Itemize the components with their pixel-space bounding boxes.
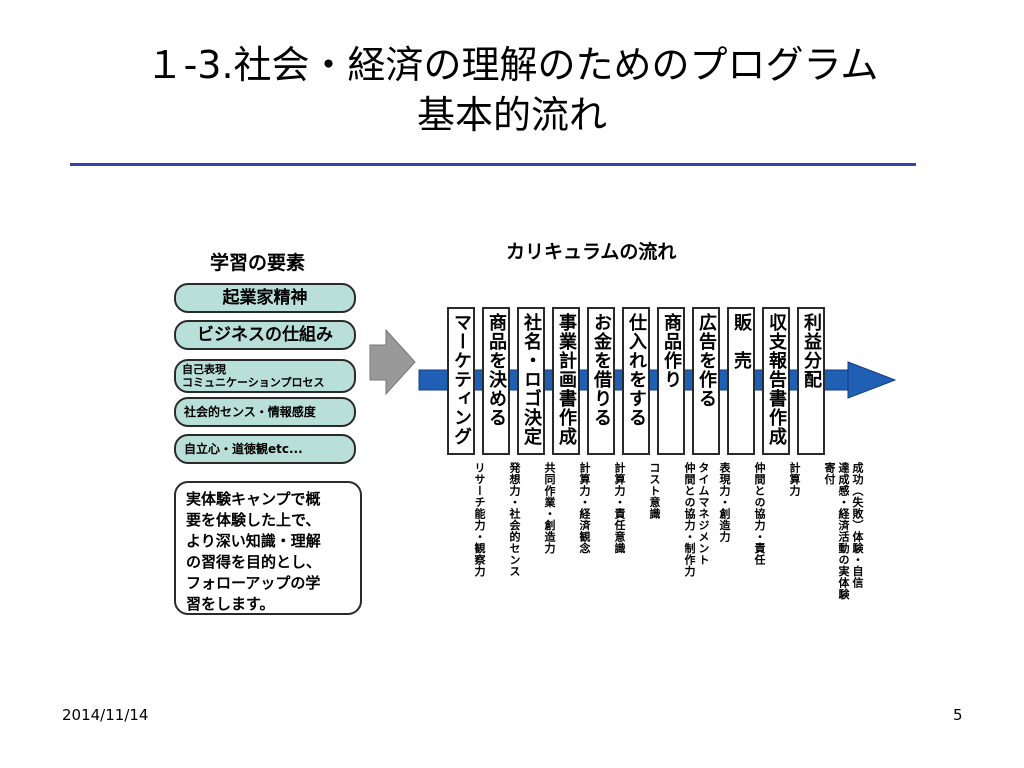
step-label: 利益分配 [801, 313, 822, 389]
step-label: 販 売 [731, 313, 752, 370]
footer-date: 2014/11/14 [62, 706, 149, 724]
skill-note: 寄付 [823, 462, 836, 485]
skill-note: 発想力・社会的センス [508, 462, 521, 577]
element-pill: 自立心・道徳観etc... [174, 434, 356, 464]
step-box: 商品を決める [482, 307, 510, 455]
step-label: 社名・ロゴ決定 [521, 313, 542, 446]
step-label: 仕入れをする [626, 313, 647, 427]
skill-note: 成功（失敗）体験・自信 [851, 462, 864, 589]
title-line-1: １-3.社会・経済の理解のためのプログラム [145, 43, 879, 87]
skill-note: 表現力・創造力 [718, 462, 731, 543]
skill-note: 仲間との協力・制作力 [683, 462, 696, 577]
step-box: 利益分配 [797, 307, 825, 455]
skill-note: リサーチ能力・観察力 [473, 462, 486, 577]
step-box: 商品作り [657, 307, 685, 455]
skill-note: コスト意識 [648, 462, 661, 520]
element-pill: ビジネスの仕組み [174, 320, 356, 350]
title-line-2: 基本的流れ [416, 93, 607, 137]
skill-note: タイムマネジメント [697, 462, 710, 566]
flow-arrow-head [847, 361, 897, 399]
step-box: お金を借りる [587, 307, 615, 455]
step-box: 収支報告書作成 [762, 307, 790, 455]
step-label: お金を借りる [591, 313, 612, 427]
step-box: 事業計画書作成 [552, 307, 580, 455]
step-label: 広告を作る [696, 313, 717, 408]
big-gray-arrow [369, 328, 416, 396]
elements-heading: 学習の要素 [210, 252, 306, 274]
title-rule [70, 163, 916, 166]
step-box: マーケティング [447, 307, 475, 455]
step-label: 収支報告書作成 [766, 313, 787, 446]
skill-note: 計算力・経済観念 [578, 462, 591, 554]
skill-note: 達成感・経済活動の実体験 [837, 462, 850, 600]
curriculum-heading: カリキュラムの流れ [506, 241, 677, 263]
description-box: 実体験キャンプで概 要を体験した上で、 より深い知識・理解 の習得を目的とし、 … [174, 481, 362, 615]
slide-title: １-3.社会・経済の理解のためのプログラム 基本的流れ [0, 40, 1024, 140]
step-label: マーケティング [451, 313, 472, 446]
element-pill: 社会的センス・情報感度 [174, 397, 356, 427]
step-label: 商品を決める [486, 313, 507, 427]
skill-note: 計算力・責任意識 [613, 462, 626, 554]
element-pill: 自己表現 コミュニケーションプロセス [174, 359, 356, 393]
element-pill: 起業家精神 [174, 283, 356, 313]
step-label: 事業計画書作成 [556, 313, 577, 446]
skill-note: 共同作業・創造力 [543, 462, 556, 554]
step-box: 仕入れをする [622, 307, 650, 455]
step-label: 商品作り [661, 313, 682, 389]
skill-note: 計算力 [788, 462, 801, 497]
step-box: 広告を作る [692, 307, 720, 455]
step-box: 販 売 [727, 307, 755, 455]
step-box: 社名・ロゴ決定 [517, 307, 545, 455]
skill-note: 仲間との協力・責任 [753, 462, 766, 566]
page-number: 5 [953, 706, 963, 724]
